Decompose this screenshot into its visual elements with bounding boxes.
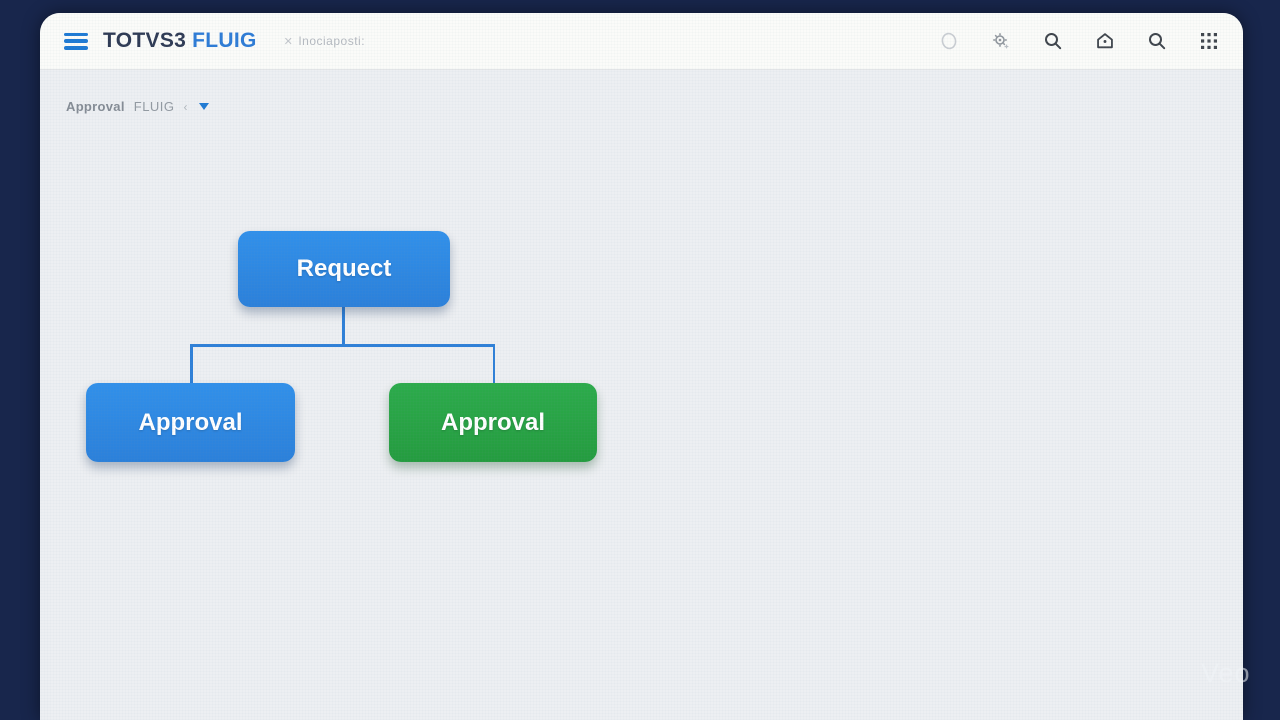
workflow-node-approval-right[interactable]: Approval — [389, 383, 597, 462]
header-subtitle-label: Inociaposti: — [298, 34, 366, 48]
settings-icon[interactable] — [991, 31, 1011, 51]
x-icon: ✕ — [283, 35, 294, 48]
header-toolbar — [939, 31, 1219, 51]
workflow-node-approval-left[interactable]: Approval — [86, 383, 295, 462]
connector-line — [190, 344, 193, 384]
breadcrumb-app-label: Approval — [66, 99, 125, 114]
apps-grid-icon[interactable] — [1199, 31, 1219, 51]
connector-line — [342, 307, 345, 345]
chat-icon[interactable] — [939, 31, 959, 51]
workflow-canvas: Requect Approval Approval — [40, 13, 1243, 720]
node-label: Approval — [138, 408, 243, 436]
logo-fluig-text: FLUIG — [192, 29, 257, 52]
search-icon[interactable] — [1147, 31, 1167, 51]
connector-line — [492, 344, 495, 384]
logo-totvs-text: TOTVS3 — [103, 29, 187, 52]
hamburger-menu-icon[interactable] — [64, 32, 88, 50]
veo-watermark: Veo — [1201, 658, 1251, 688]
node-label: Approval — [440, 408, 545, 436]
breadcrumb-product-label: FLUIG — [133, 99, 175, 114]
home-icon[interactable] — [1095, 31, 1115, 51]
node-label: Requect — [296, 255, 392, 282]
breadcrumb-separator: ‹ — [183, 99, 188, 114]
chevron-down-icon[interactable] — [198, 103, 209, 110]
workflow-node-request[interactable]: Requect — [238, 231, 450, 307]
search-icon[interactable] — [1043, 31, 1063, 51]
breadcrumb: Approval FLUIG ‹ — [66, 99, 209, 114]
connector-line — [190, 344, 495, 347]
header-subtitle: ✕ Inociaposti: — [284, 34, 365, 48]
